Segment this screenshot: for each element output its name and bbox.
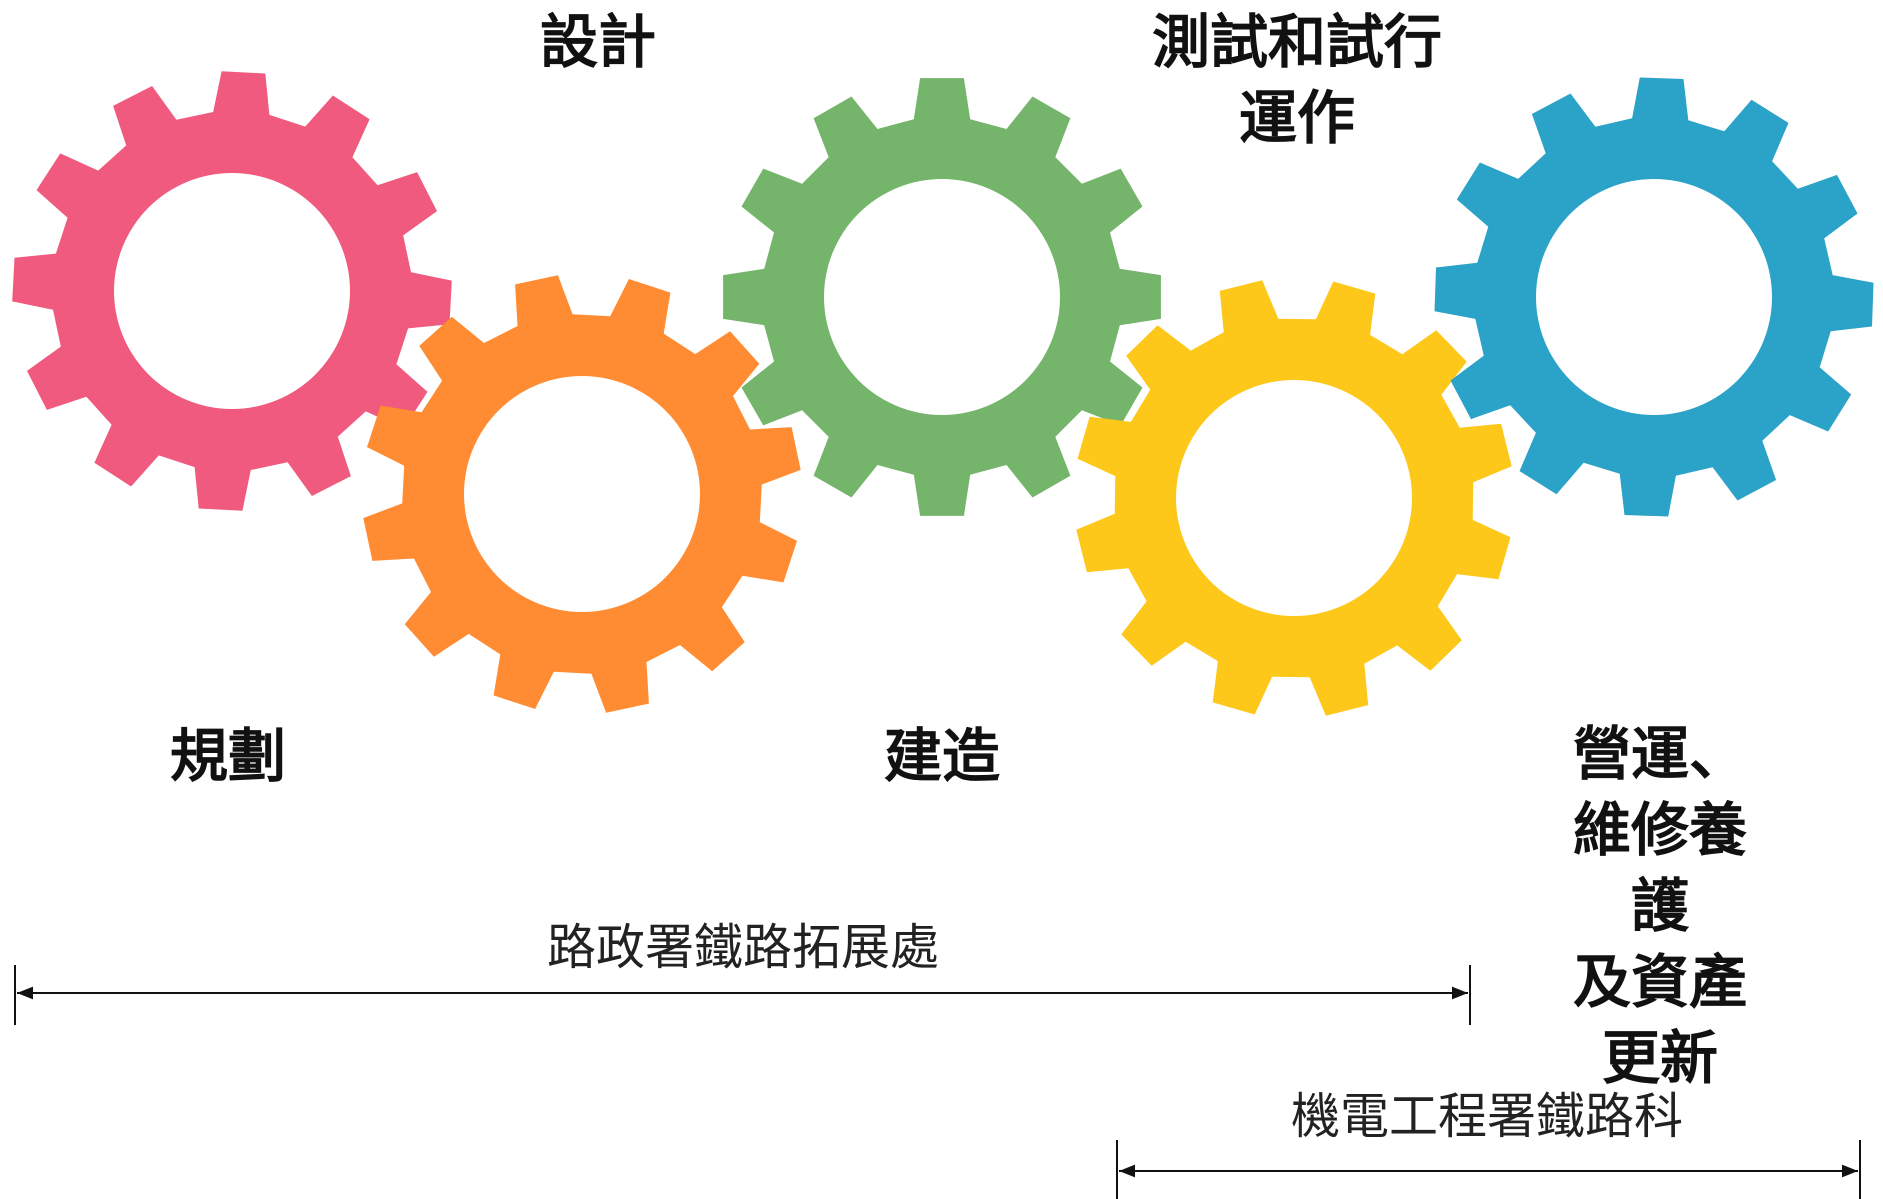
stage-label-testing: 測試和試行 運作 <box>1151 8 1443 152</box>
stage-label-construction: 建造 <box>883 722 1001 790</box>
testing-gear-icon <box>1076 280 1512 716</box>
stage-label-planning: 規劃 <box>169 722 287 790</box>
span-label-highways: 路政署鐵路拓展處 <box>546 919 940 976</box>
operation-gear-icon <box>1434 77 1874 517</box>
design-gear-icon <box>363 275 801 713</box>
stage-label-design: 設計 <box>539 8 657 76</box>
construction-gear-icon <box>723 78 1161 516</box>
stage-label-operation: 營運、維修養護 及資產更新 <box>1572 720 1747 1092</box>
planning-gear-icon <box>12 71 452 511</box>
span-label-emsd: 機電工程署鐵路科 <box>1290 1088 1684 1145</box>
